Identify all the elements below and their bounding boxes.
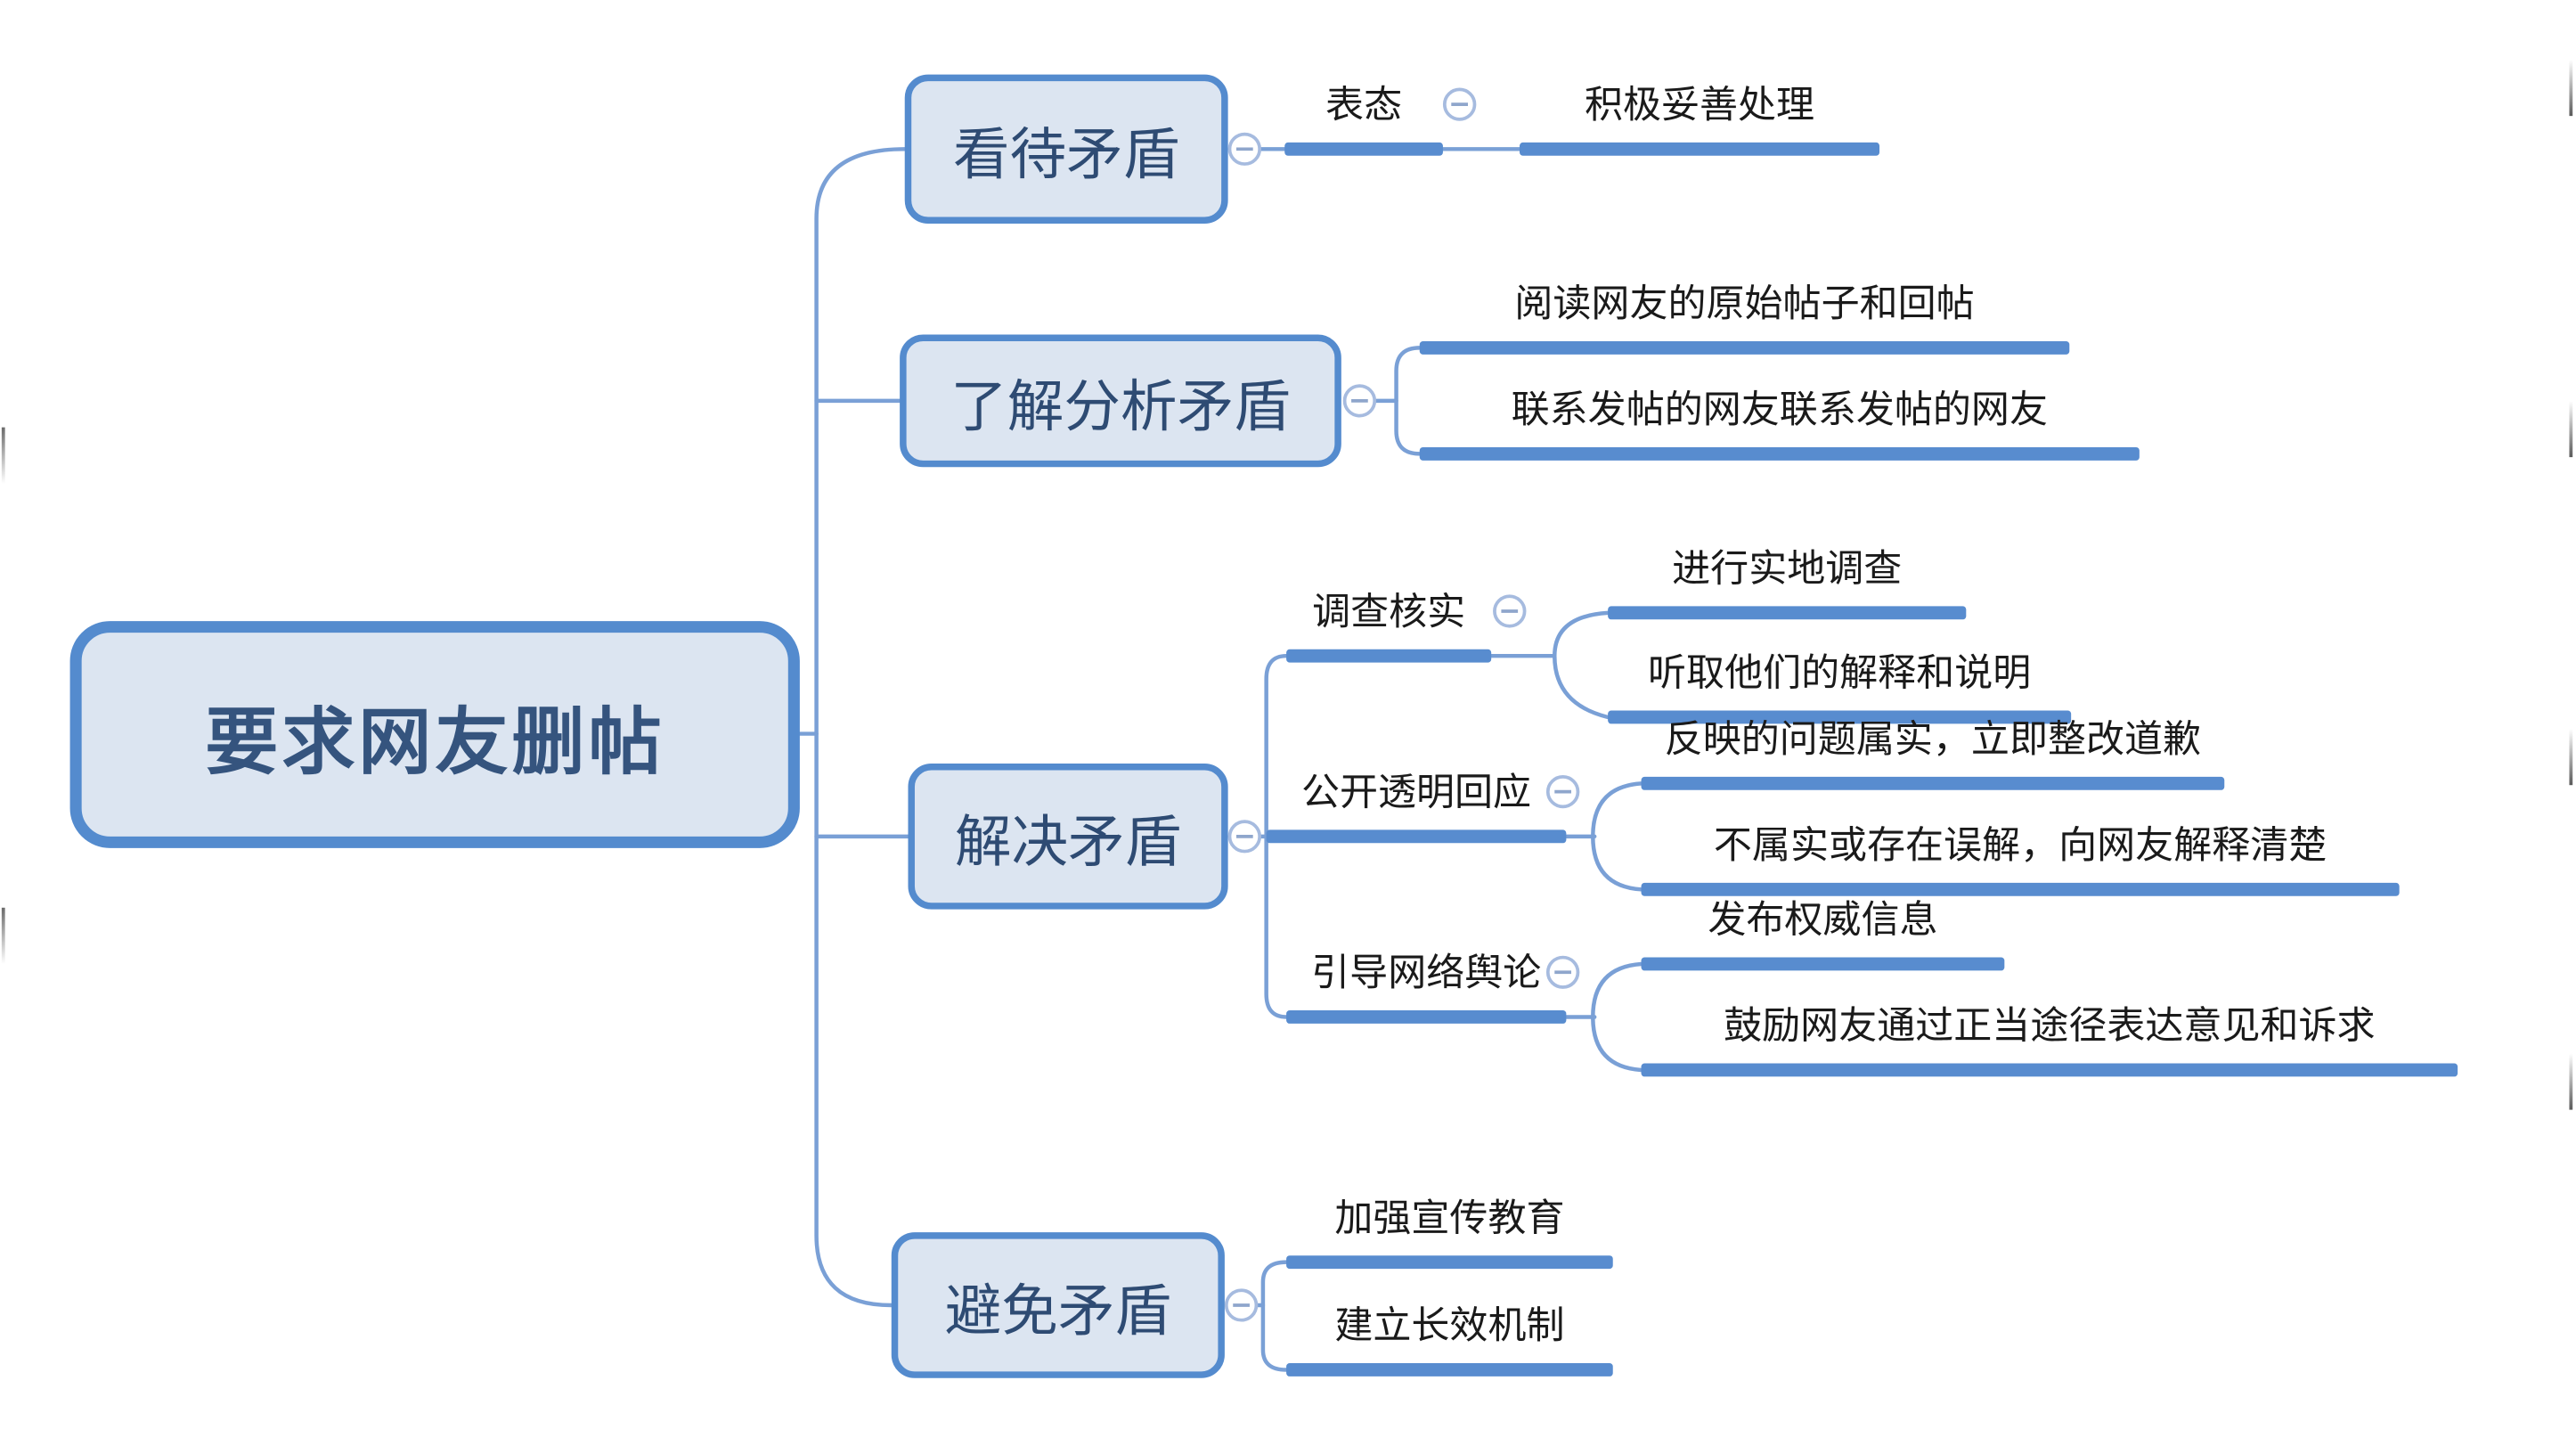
branch-avoid-contradiction[interactable]: 避免矛盾 — [891, 1232, 1225, 1378]
collapse-icon[interactable] — [1442, 87, 1477, 121]
topic-underline[interactable] — [1608, 710, 2072, 724]
topic-underline[interactable] — [1641, 776, 2225, 790]
topic-underline[interactable] — [1641, 1063, 2458, 1077]
collapse-icon[interactable] — [1227, 132, 1262, 166]
central-topic[interactable]: 要求网友删帖 — [69, 621, 800, 848]
branch-solve-contradiction[interactable]: 解决矛盾 — [908, 764, 1228, 910]
topic-publicity-education[interactable]: 加强宣传教育 — [1334, 1196, 1565, 1239]
topic-underline[interactable] — [1519, 142, 1880, 156]
topic-untrue-explain[interactable]: 不属实或存在误解，向网友解释清楚 — [1713, 822, 2327, 867]
topic-underline[interactable] — [1419, 446, 2140, 461]
collapse-icon[interactable] — [1493, 594, 1527, 628]
topic-listen-explanation[interactable]: 听取他们的解释和说明 — [1648, 650, 2032, 694]
branch-analyze-contradiction[interactable]: 了解分析矛盾 — [900, 334, 1341, 468]
topic-underline[interactable] — [1641, 882, 2400, 896]
trunk-connector — [814, 147, 907, 1308]
topic-guide-opinion[interactable]: 引导网络舆论 — [1311, 951, 1542, 994]
topic-field-investigation[interactable]: 进行实地调查 — [1672, 546, 1903, 590]
collapse-icon[interactable] — [1545, 775, 1580, 809]
topic-underline[interactable] — [1641, 957, 2005, 971]
collapse-icon[interactable] — [1227, 820, 1262, 854]
topic-underline[interactable] — [1419, 340, 2070, 355]
topic-underlines — [1266, 142, 2458, 1377]
topic-authoritative-info[interactable]: 发布权威信息 — [1708, 897, 1938, 941]
edge-artifact — [2569, 59, 2573, 117]
topic-express-attitude[interactable]: 表态 — [1325, 82, 1403, 127]
topic-underline[interactable] — [1286, 1255, 1613, 1270]
bracket-analyze — [1394, 346, 1422, 456]
edge-artifact — [1, 427, 5, 484]
brace-respond — [1591, 781, 1643, 892]
topic-underline[interactable] — [1284, 142, 1443, 156]
topic-investigate-verify[interactable]: 调查核实 — [1312, 589, 1466, 633]
topic-underline[interactable] — [1266, 829, 1567, 844]
edge-artifact — [1, 907, 5, 964]
topic-transparent-response[interactable]: 公开透明回应 — [1300, 770, 1532, 813]
topic-underline[interactable] — [1608, 606, 1967, 620]
topic-contact-poster[interactable]: 联系发帖的网友联系发帖的网友 — [1511, 388, 2048, 431]
topic-problem-true-apologize[interactable]: 反映的问题属实，立即整改道歉 — [1664, 716, 2202, 761]
collapse-icon[interactable] — [1545, 955, 1580, 989]
topic-long-term-mechanism[interactable]: 建立长效机制 — [1334, 1303, 1565, 1347]
edge-artifact — [2569, 729, 2573, 786]
topic-underline[interactable] — [1286, 1363, 1613, 1377]
collapse-buttons — [1224, 87, 1580, 1322]
edge-artifact — [2569, 1053, 2573, 1110]
collapse-icon[interactable] — [1342, 384, 1377, 418]
edge-artifact — [2569, 400, 2573, 458]
branch-view-contradiction[interactable]: 看待矛盾 — [904, 74, 1228, 224]
topic-handle-properly[interactable]: 积极妥善处理 — [1584, 82, 1815, 127]
collapse-icon[interactable] — [1224, 1288, 1259, 1322]
topic-underline[interactable] — [1286, 1010, 1567, 1024]
bracket-avoid — [1260, 1260, 1289, 1372]
brace-guide — [1591, 961, 1643, 1073]
brace-investigate — [1553, 610, 1610, 720]
topic-underline[interactable] — [1286, 649, 1492, 663]
topic-proper-channels[interactable]: 鼓励网友通过正当途径表达意见和诉求 — [1724, 1003, 2376, 1047]
topic-read-posts[interactable]: 阅读网友的原始帖子和回帖 — [1514, 282, 1975, 325]
